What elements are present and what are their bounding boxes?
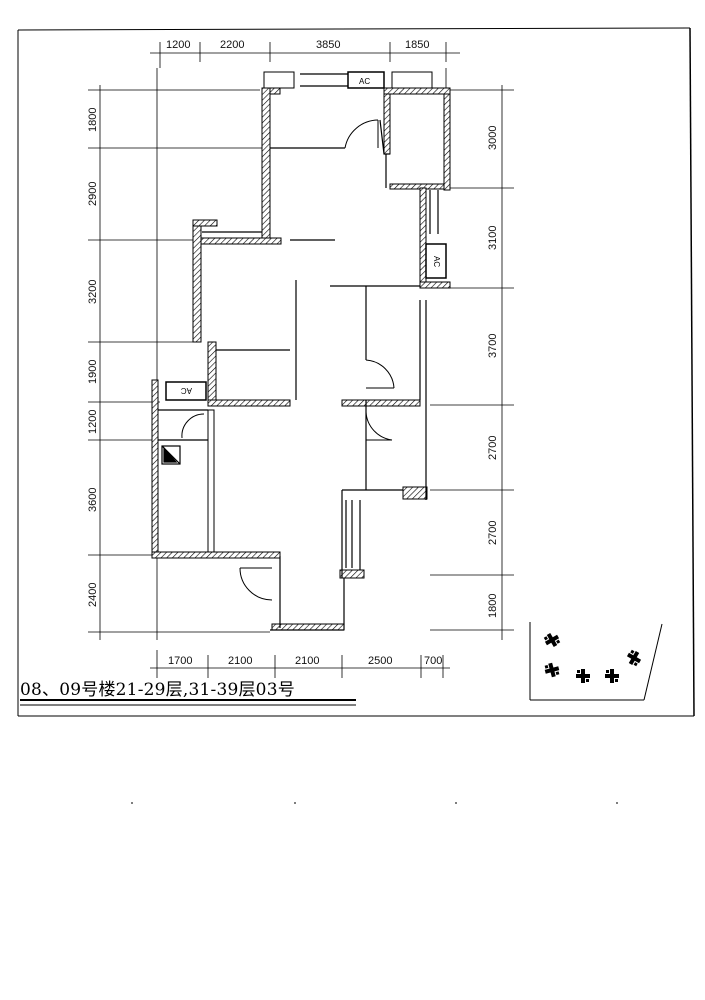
dim-left-4: 1900 <box>87 360 99 384</box>
scan-speck <box>131 802 133 804</box>
dim-top-4: 1850 <box>405 39 429 51</box>
interior-lines <box>158 73 439 631</box>
dimension-labels: 1200 2200 3850 1850 1700 2100 2100 2500 … <box>87 39 499 667</box>
ac-unit-left <box>165 381 207 401</box>
ac-label-left: AC <box>181 386 192 395</box>
caption-underline <box>20 699 356 706</box>
dim-bottom-2: 2100 <box>228 655 252 667</box>
building-mark <box>544 662 560 678</box>
page-frame <box>17 27 695 717</box>
dim-bottom-5: 700 <box>424 655 442 667</box>
dim-right-5: 2700 <box>487 521 499 545</box>
key-plan <box>529 622 663 701</box>
key-plan-buildings <box>543 632 642 683</box>
dim-right-4: 2700 <box>487 436 499 460</box>
dim-top-1: 1200 <box>166 39 190 51</box>
floor-plan-walls <box>151 71 451 631</box>
dim-right-3: 3700 <box>487 334 499 358</box>
dim-left-1: 1800 <box>87 108 99 132</box>
door-swings <box>181 119 395 601</box>
scan-speck <box>616 802 618 804</box>
dim-top-2: 2200 <box>220 39 244 51</box>
dim-right-2: 3100 <box>487 226 499 250</box>
dim-bottom-1: 1700 <box>168 655 192 667</box>
dim-left-3: 3200 <box>87 280 99 304</box>
dim-left-2: 2900 <box>87 182 99 206</box>
dim-left-7: 2400 <box>87 583 99 607</box>
ac-unit-right <box>425 243 447 279</box>
dim-right-6: 1800 <box>487 594 499 618</box>
dim-bottom-4: 2500 <box>368 655 392 667</box>
scan-speck <box>294 802 296 804</box>
building-mark <box>543 632 561 648</box>
dim-left-6: 3600 <box>87 488 99 512</box>
dim-bottom-3: 2100 <box>295 655 319 667</box>
dim-right-1: 3000 <box>487 126 499 150</box>
ac-label-right: AC <box>432 256 441 267</box>
ac-units: AC AC AC <box>165 71 447 401</box>
dim-top-3: 3850 <box>316 39 340 51</box>
building-mark <box>576 669 590 683</box>
ac-unit-top <box>347 71 385 89</box>
building-mark <box>626 649 642 667</box>
ac-label-top: AC <box>359 77 370 86</box>
dim-left-5: 1200 <box>87 410 99 434</box>
scan-speck <box>455 802 457 804</box>
floor-plan-caption: 08、09号楼21-29层,31-39层03号 <box>20 680 295 700</box>
building-mark <box>605 669 619 683</box>
shaft-symbol <box>161 445 181 465</box>
